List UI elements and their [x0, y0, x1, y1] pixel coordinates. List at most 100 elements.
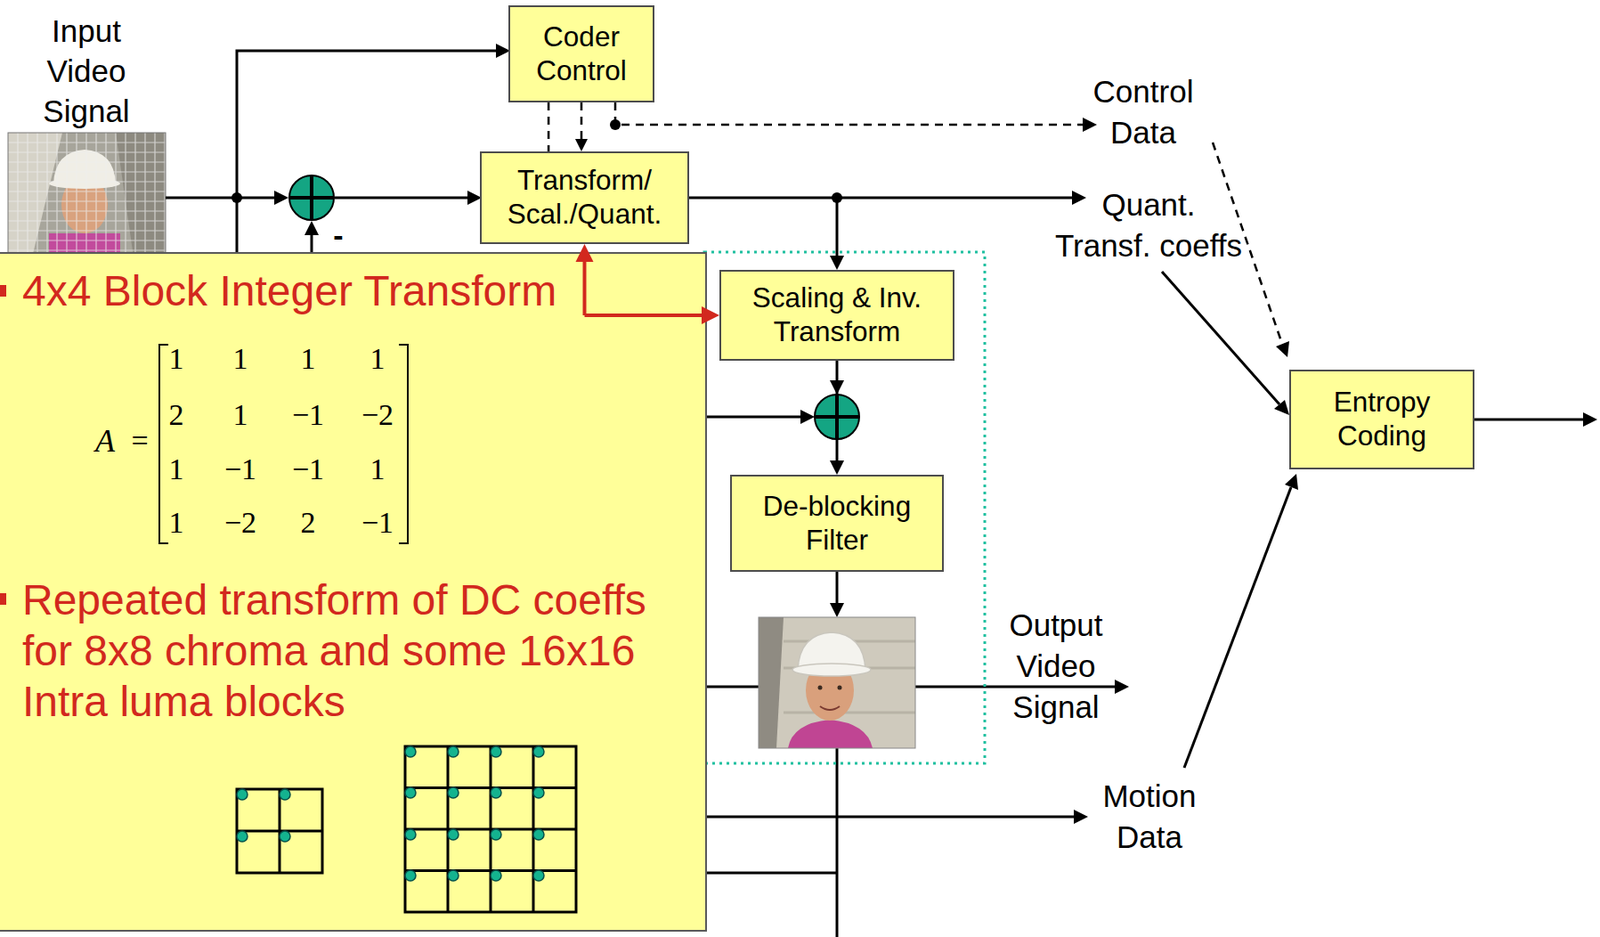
connector [575, 102, 588, 152]
box-label: Entropy Coding [1299, 385, 1464, 454]
matrix-entry: 1 [145, 341, 208, 377]
output-video-frame [792, 663, 871, 676]
arrow-head [701, 306, 720, 325]
dc-coefficient-dot [490, 869, 502, 881]
matrix-entry: −1 [276, 451, 340, 488]
arrow-head [1274, 399, 1290, 415]
label-slot: −1 [209, 451, 272, 488]
box-label: De-blocking Filter [740, 489, 934, 558]
dc-coefficient-dot [279, 788, 291, 800]
signal-label: Output Video Signal [998, 604, 1114, 728]
label-slot: Output Video Signal [998, 604, 1114, 728]
process-box: Entropy Coding [1289, 369, 1475, 470]
arrow-head [800, 409, 815, 424]
label-slot: Quant. Transf. coeffs [1051, 184, 1246, 267]
dc-coefficient-dot [533, 828, 545, 840]
signal-wire [310, 233, 314, 253]
matrix-entry: 1 [209, 341, 272, 377]
signal-wire [334, 196, 470, 200]
label-slot: 1 [209, 397, 272, 433]
output-video-frame [787, 719, 873, 748]
label-slot: Control Data [1076, 71, 1211, 154]
arrow-head [1583, 412, 1598, 427]
input-video-frame [8, 132, 166, 258]
output-video-frame [758, 617, 916, 748]
signal-wire [1161, 271, 1280, 405]
input-video-frame [8, 132, 166, 258]
matrix-entry: 1 [346, 341, 409, 377]
matrix-entry: 1 [276, 341, 340, 377]
arrow-head [1082, 117, 1097, 132]
arrow-head [1073, 809, 1089, 824]
arrow-head [575, 138, 588, 152]
label-slot: Input Video Signal [28, 10, 145, 131]
output-video-frame [820, 706, 840, 710]
arrow-head [829, 255, 845, 270]
connector [548, 102, 550, 152]
junction-dot [231, 192, 243, 204]
connector-line [836, 360, 839, 461]
signal-wire [706, 871, 837, 875]
dc-coefficient-dot [533, 869, 545, 881]
label-slot: - [324, 217, 352, 253]
block-grid [405, 746, 577, 912]
label-slot: −2 [346, 397, 409, 433]
signal-wire [1472, 418, 1584, 422]
bullet-mark [0, 592, 7, 605]
arrow-head [1114, 679, 1129, 694]
dc-coefficient-dot [447, 746, 459, 757]
dc-coefficient-dot [533, 787, 545, 798]
dc-coefficient-dot [405, 869, 416, 881]
signal-wire [706, 685, 759, 689]
process-box: Scaling & Inv. Transform [719, 269, 955, 361]
signal-wire [706, 815, 1076, 819]
output-video-frame [758, 617, 784, 748]
matrix-bracket [159, 344, 169, 544]
signal-wire [706, 415, 801, 419]
bullet-mark [0, 284, 7, 605]
signal-label: Quant. Transf. coeffs [1051, 184, 1246, 267]
arrow-head [274, 190, 289, 205]
output-video-frame [837, 685, 843, 691]
signal-wire [236, 50, 498, 198]
process-box: De-blocking Filter [730, 474, 944, 572]
arrow-head [829, 602, 845, 618]
dc-coefficient-dot [236, 788, 248, 800]
label-slot: −1 [276, 451, 340, 488]
input-video-frame [115, 132, 166, 258]
dc-coefficient-dot [490, 787, 502, 798]
box-label: Coder Control [519, 20, 644, 89]
box-label: Scaling & Inv. Transform [730, 281, 944, 350]
dc-coefficient-dot [405, 787, 416, 798]
output-video-frame [758, 617, 916, 748]
connector [584, 306, 721, 325]
arrow-head [304, 220, 319, 236]
adder-symbol [289, 175, 334, 220]
matrix-entry: 1 [209, 397, 272, 433]
callout-panel-shape [0, 252, 707, 931]
input-video-frame [8, 132, 166, 258]
dc-coefficient-dot [447, 828, 459, 840]
sign-label: - [324, 217, 352, 253]
callout-text: Repeated transform of DC coeffs for 8x8 … [22, 574, 686, 727]
dc-coefficient-dot [236, 746, 545, 881]
matrix-entry: −2 [209, 504, 272, 541]
label-slot: = [126, 422, 154, 459]
matrix-entry: 2 [145, 397, 208, 433]
label-slot: 1 [145, 504, 208, 541]
bullet-mark [0, 284, 7, 297]
input-video-frame [8, 132, 166, 258]
decoder-region [704, 251, 985, 764]
label-slot: A [89, 422, 122, 459]
output-video-frame [818, 685, 823, 691]
dc-coefficient-dot [533, 746, 545, 757]
connector [829, 360, 845, 475]
block-grid [405, 746, 577, 912]
matrix-entry: −2 [346, 397, 409, 433]
matrix-bracket [398, 344, 408, 544]
signal-label: Control Data [1076, 71, 1211, 154]
connector [576, 243, 594, 316]
connector-line [584, 313, 703, 317]
matrix-name: A [89, 422, 122, 459]
